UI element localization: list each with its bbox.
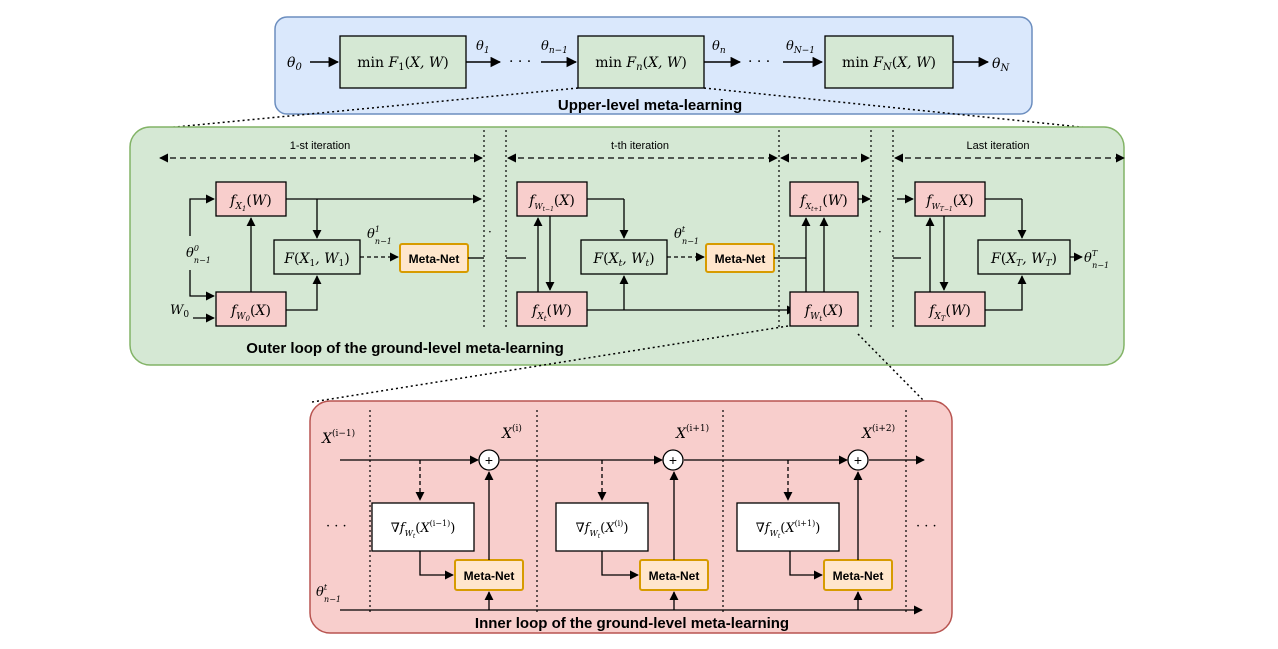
f-X1-W-box <box>215 181 287 217</box>
iteration-label-first: 1-st iteration <box>290 140 351 152</box>
svg-text:+: + <box>669 452 677 468</box>
F-Xt-Wt-box <box>580 239 668 275</box>
upper-title: Upper-level meta-learning <box>558 97 742 114</box>
plus-node-3: + <box>847 449 869 471</box>
grad-box-2 <box>555 502 649 552</box>
F-X1-W1-box <box>273 239 361 275</box>
f-Wt-X-box <box>789 291 859 327</box>
grad-box-1 <box>371 502 475 552</box>
upper-ellipsis-2: · · · <box>748 54 770 70</box>
svg-text:Meta-Net: Meta-Net <box>409 252 460 266</box>
iteration-label-last: Last iteration <box>967 140 1030 152</box>
plus-node-1: + <box>478 449 500 471</box>
svg-text:Meta-Net: Meta-Net <box>649 569 700 583</box>
inner-title: Inner loop of the ground-level meta-lear… <box>475 615 789 632</box>
f-W0-X-box <box>215 291 287 327</box>
outer-title: Outer loop of the ground-level meta-lear… <box>246 340 564 357</box>
grad-box-3 <box>736 502 840 552</box>
upper-box-1-label: min F1(X, W) <box>357 55 449 73</box>
svg-text:·: · <box>488 225 492 239</box>
plus-node-2: + <box>662 449 684 471</box>
upper-level-panel: θ0 min F1(X, W) θ1 · · · θn−1 min Fn(X, … <box>274 16 1033 115</box>
f-Xt-W-box <box>516 291 588 327</box>
svg-text:F(Xt, Wt): F(Xt, Wt) <box>592 251 654 269</box>
f-XT-W-box <box>914 291 986 327</box>
upper-box-1 <box>339 35 467 89</box>
upper-box-n-label: min Fn(X, W) <box>595 55 687 73</box>
svg-text:+: + <box>485 452 493 468</box>
F-XT-WT-box <box>977 239 1071 275</box>
upper-box-n <box>577 35 705 89</box>
inner-ellipsis-right: · · · <box>916 519 937 534</box>
inner-ellipsis-left: · · · <box>326 519 347 534</box>
svg-text:Meta-Net: Meta-Net <box>464 569 515 583</box>
f-Xt+1-W-box <box>789 181 859 217</box>
upper-ellipsis-1: · · · <box>509 54 531 70</box>
svg-text:F(XT, WT): F(XT, WT) <box>990 251 1057 269</box>
svg-text:+: + <box>854 452 862 468</box>
theta-0-label: θ0 <box>287 55 302 73</box>
svg-text:F(X1, W1): F(X1, W1) <box>283 251 349 269</box>
outer-loop-panel: 1-st iteration t-th iteration Last itera… <box>129 126 1125 366</box>
svg-text:Meta-Net: Meta-Net <box>833 569 884 583</box>
upper-box-N <box>824 35 954 89</box>
f-Wt-1-X-box <box>516 181 588 217</box>
svg-text:Meta-Net: Meta-Net <box>715 252 766 266</box>
iteration-label-t: t-th iteration <box>611 140 669 152</box>
upper-box-N-label: min FN(X, W) <box>842 55 936 73</box>
f-WT-1-X-box <box>914 181 986 217</box>
svg-text:·: · <box>878 225 882 239</box>
inner-loop-panel: X(i−1) X(i) X(i+1) X(i+2) + + + ∇fWt(X(i… <box>309 400 953 634</box>
